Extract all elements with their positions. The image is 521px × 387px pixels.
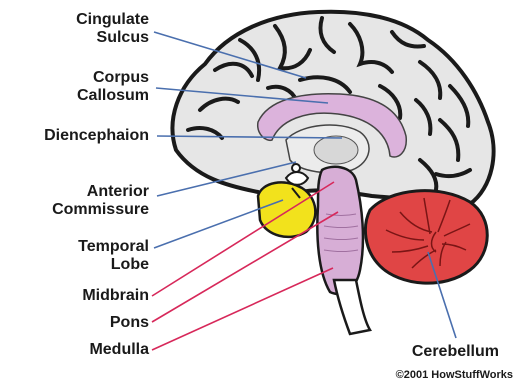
label-anterior-line1: Anterior (52, 183, 149, 201)
label-temporal-line1: Temporal (78, 238, 149, 256)
brainstem (317, 167, 363, 294)
label-cingulate-line1: Cingulate (76, 11, 149, 29)
label-pons: Pons (110, 314, 149, 332)
label-diencephalon: Diencephaion (44, 127, 149, 145)
thalamus (314, 136, 358, 164)
label-midbrain: Midbrain (82, 287, 149, 305)
label-cingulate-line2: Sulcus (76, 29, 149, 47)
label-corpus-line2: Callosum (77, 87, 149, 105)
label-cerebellum: Cerebellum (412, 343, 499, 361)
label-corpus-line1: Corpus (77, 69, 149, 87)
label-corpus-callosum: Corpus Callosum (77, 69, 149, 105)
label-anterior-line2: Commissure (52, 201, 149, 219)
cerebellum (365, 191, 487, 283)
label-temporal-lobe: Temporal Lobe (78, 238, 149, 274)
label-anterior-commissure: Anterior Commissure (52, 183, 149, 219)
spinal-cord (334, 280, 370, 334)
leader-medulla (152, 268, 333, 350)
label-cingulate-sulcus: Cingulate Sulcus (76, 11, 149, 47)
temporal-lobe (258, 182, 315, 236)
label-medulla: Medulla (89, 341, 149, 359)
copyright-credit: ©2001 HowStuffWorks (396, 369, 513, 381)
label-temporal-line2: Lobe (78, 256, 149, 274)
leader-pons (152, 212, 338, 322)
